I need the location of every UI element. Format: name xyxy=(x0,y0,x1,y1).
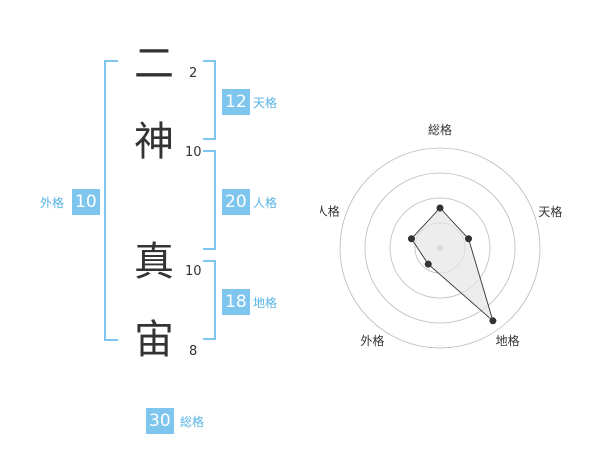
radar-axis-label: 総格 xyxy=(428,122,452,137)
radar-axis-label: 人格 xyxy=(320,204,340,219)
gaikaku-bracket xyxy=(104,60,118,341)
name-char-3: 真 xyxy=(134,239,174,285)
stroke-count-4: 8 xyxy=(189,344,198,359)
chikaku-bracket xyxy=(203,260,216,340)
chikaku-value: 18 xyxy=(222,289,250,315)
radar-grid-ring xyxy=(364,172,516,324)
chikaku-label: 地格 xyxy=(253,296,278,310)
radar-data-point xyxy=(436,204,444,212)
radar-axis-label: 天格 xyxy=(538,204,562,219)
radar-data-point xyxy=(424,260,432,268)
radar-data-point xyxy=(407,235,415,243)
gaikaku-label: 外格 xyxy=(40,196,65,210)
jinkaku-label: 人格 xyxy=(253,196,278,210)
radar-grid-ring xyxy=(389,197,491,299)
stroke-count-3: 10 xyxy=(185,264,202,279)
radar-data-point xyxy=(465,235,473,243)
tenkaku-label: 天格 xyxy=(253,96,278,110)
name-char-4: 宙 xyxy=(134,317,174,363)
stroke-count-2: 10 xyxy=(185,145,202,160)
radar-axis-label: 外格 xyxy=(360,333,384,348)
name-char-1: 二 xyxy=(134,41,174,87)
radar-axis-label: 地格 xyxy=(496,333,520,348)
name-char-2: 神 xyxy=(134,119,174,165)
tenkaku-bracket xyxy=(203,60,216,140)
radar-data-point xyxy=(489,317,497,325)
radar-series-area xyxy=(410,207,494,323)
gaikaku-value: 10 xyxy=(72,189,100,215)
soukaku-value: 30 xyxy=(146,408,174,434)
jinkaku-value: 20 xyxy=(222,189,250,215)
jinkaku-bracket xyxy=(203,150,216,250)
stroke-count-1: 2 xyxy=(189,66,198,81)
soukaku-label: 総格 xyxy=(180,415,205,429)
tenkaku-value: 12 xyxy=(222,89,250,115)
radar-grid-ring xyxy=(339,147,541,349)
